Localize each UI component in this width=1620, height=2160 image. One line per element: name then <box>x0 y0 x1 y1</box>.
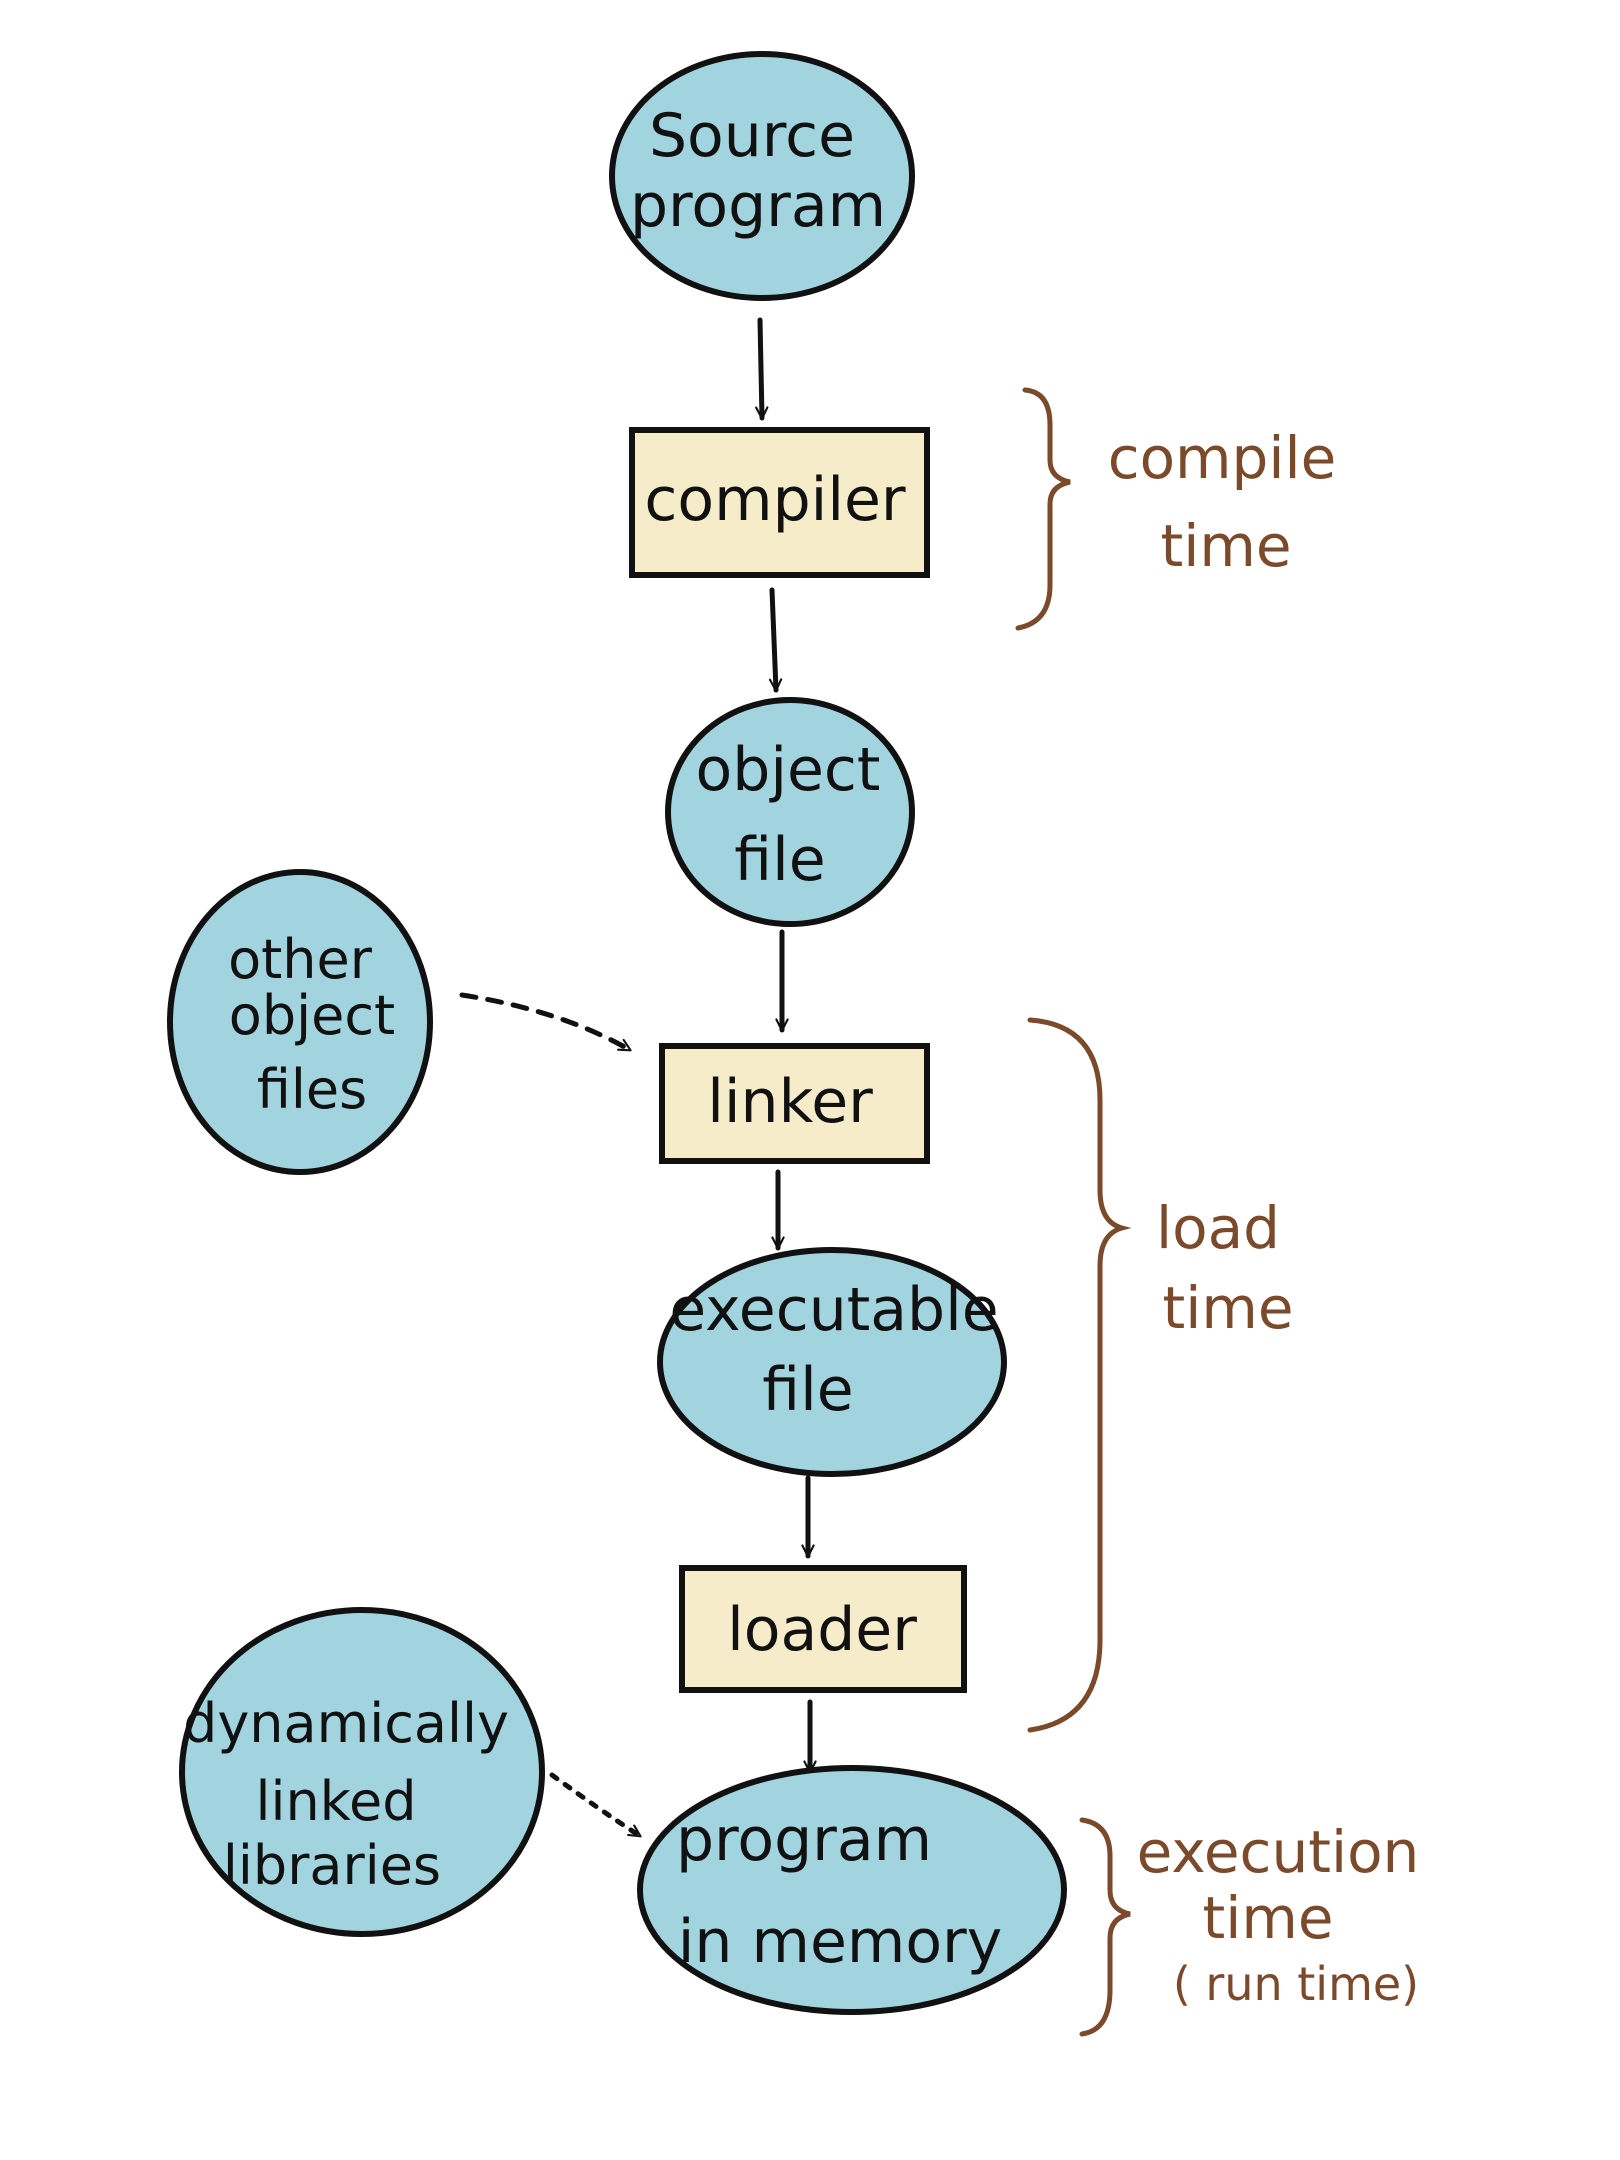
loader-label: loader <box>727 1595 917 1665</box>
executable-file-label-line1: executable <box>669 1275 998 1345</box>
loader-box <box>679 1565 967 1693</box>
program-in-memory-label-line2: in memory <box>678 1907 1002 1977</box>
other-object-files-label-line3: files <box>257 1058 367 1121</box>
node-compiler: compiler <box>629 427 930 578</box>
arrow-other-objects-to-linker-dashed <box>459 992 633 1053</box>
phase-brackets <box>1015 387 1132 2037</box>
node-object-file: object file <box>665 697 915 927</box>
executable-file-ellipse <box>657 1247 1007 1477</box>
node-dynamically-linked-libraries: dynamically linked libraries <box>179 1607 545 1937</box>
program-in-memory-ellipse <box>637 1765 1067 2015</box>
execution-time-label-line3: ( run time) <box>1173 1957 1419 2011</box>
dynamically-linked-libraries-label-line2: linked <box>255 1770 416 1833</box>
arrow-source-to-compiler <box>755 317 769 421</box>
compiler-box <box>629 427 930 578</box>
phase-labels: compile time load time execution time ( … <box>1108 424 1420 2011</box>
compile-time-label-line2: time <box>1160 512 1291 580</box>
load-time-brace <box>1027 1017 1132 1733</box>
source-program-label-line2: program <box>630 171 886 241</box>
execution-time-label-line1: execution <box>1137 1818 1420 1886</box>
arrow-compiler-to-object-file <box>768 587 783 693</box>
arrow-libraries-to-memory-dotted <box>549 1772 643 1839</box>
dynamically-linked-libraries-ellipse <box>179 1607 545 1937</box>
source-program-label-line1: Source <box>649 101 855 171</box>
node-linker: linker <box>659 1043 930 1164</box>
other-object-files-ellipse <box>167 869 433 1175</box>
compiler-label: compiler <box>644 465 905 535</box>
load-time-label-line2: time <box>1162 1274 1293 1342</box>
compile-time-label-line1: compile <box>1108 424 1337 492</box>
executable-file-label-line2: file <box>762 1355 853 1425</box>
other-object-files-label-line2: object <box>229 984 395 1047</box>
object-file-label-line2: file <box>734 825 825 895</box>
source-program-ellipse <box>609 51 915 301</box>
node-source-program: Source program <box>609 51 915 301</box>
linker-label: linker <box>707 1067 873 1137</box>
dynamically-linked-libraries-label-line1: dynamically <box>183 1692 509 1755</box>
arrows <box>459 317 817 1839</box>
node-loader: loader <box>679 1565 967 1693</box>
node-executable-file: executable file <box>657 1247 1007 1477</box>
load-time-label-line1: load <box>1156 1194 1280 1262</box>
node-other-object-files: other object files <box>167 869 433 1175</box>
program-in-memory-label-line1: program <box>676 1805 932 1875</box>
other-object-files-label-line1: other <box>228 928 373 991</box>
linker-box <box>659 1043 930 1164</box>
dynamically-linked-libraries-label-line3: libraries <box>223 1834 441 1897</box>
node-program-in-memory: program in memory <box>637 1765 1067 2015</box>
execution-time-label-line2: time <box>1202 1884 1333 1952</box>
execution-time-brace <box>1079 1817 1131 2037</box>
object-file-ellipse <box>665 697 915 927</box>
object-file-label-line1: object <box>696 735 881 805</box>
compile-time-brace <box>1015 387 1071 631</box>
